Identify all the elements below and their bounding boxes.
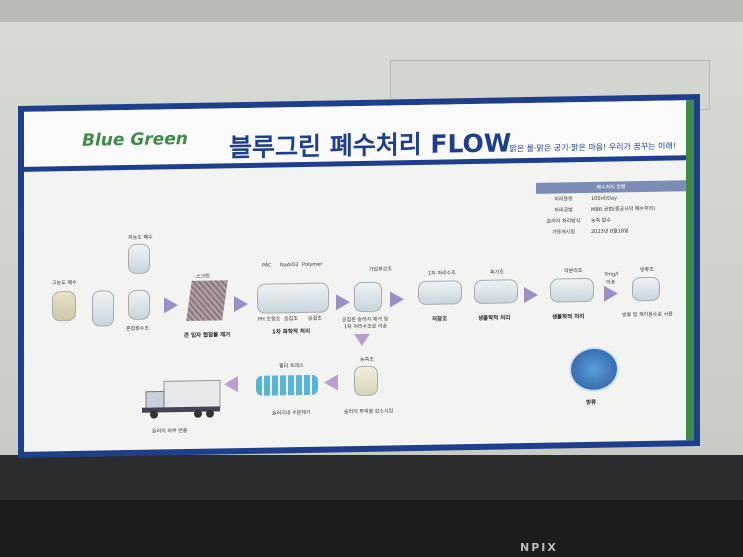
- poster: Blue Green 블루그린 폐수처리 FLOW 맑은 물·맑은 공기·맑은 …: [18, 94, 700, 458]
- label-t1: 1차 처리수조: [428, 270, 456, 277]
- ceiling: [0, 0, 743, 22]
- printer-front: [0, 500, 743, 557]
- t1-tank: [418, 280, 462, 305]
- poster-title: 블루그린 폐수처리 FLOW: [229, 128, 512, 163]
- arrow-right: [524, 286, 538, 304]
- reactor-tank: [92, 290, 114, 327]
- label-mbr: 막분리조: [564, 268, 583, 275]
- caption-out: 방류 및 재이용수로 사용: [622, 311, 673, 319]
- caption-discharge: 방류: [586, 399, 597, 407]
- caption-truck: 슬러지 외부 반출: [152, 427, 188, 435]
- arrow-down: [354, 333, 370, 347]
- outflow-tank: [632, 276, 660, 302]
- caption-press: 슬러지내 수분제거: [272, 409, 311, 417]
- truck-image: [142, 379, 221, 419]
- caption-mbr: 생물학적 처리: [552, 314, 585, 321]
- caption-thick: 슬러지 부피를 감소시킴: [344, 408, 394, 416]
- label-naalo2: NaAlO2: [280, 262, 299, 269]
- earth-globe-image: [569, 346, 619, 393]
- poster-header: Blue Green 블루그린 폐수처리 FLOW 맑은 물·맑은 공기·맑은 …: [24, 100, 686, 172]
- caption-aer: 생물학적 처리: [478, 315, 511, 322]
- label-aer: 폭기조: [490, 269, 504, 276]
- arrow-right: [336, 294, 350, 311]
- arrow-left: [324, 374, 338, 391]
- caption-t1: 저장조: [432, 316, 448, 323]
- caption-daf-2: 1차 처리수조로 이송: [344, 323, 388, 331]
- screen-image: [186, 280, 228, 322]
- daf-tank: [354, 281, 382, 313]
- arrow-right: [234, 295, 248, 313]
- label-daf: 가압부상조: [369, 266, 393, 273]
- label-coag: 응집조: [284, 316, 298, 323]
- label-thick: 농축조: [360, 356, 374, 363]
- mbr-tank: [550, 277, 594, 303]
- label-ph: PH 조정조: [258, 316, 281, 323]
- label-pac: PAC: [262, 262, 272, 269]
- low-tank: [128, 243, 150, 275]
- high-tank: [52, 290, 76, 322]
- arrow-left: [224, 376, 238, 393]
- mix-tank: [128, 289, 150, 321]
- chemical-tanks: [257, 282, 329, 314]
- label-floc: 응결조: [308, 315, 322, 322]
- arrow-right: [164, 297, 178, 314]
- arrow-right: [390, 291, 404, 308]
- caption-screen: 큰 입자 협잡물 제거: [184, 332, 231, 340]
- label-out: 방류조: [640, 266, 654, 274]
- caption-chem: 1차 화학적 처리: [272, 328, 311, 336]
- label-transfer: 7mg/l: [604, 271, 619, 278]
- label-screen: 스크린: [196, 273, 210, 280]
- label-high: 고농도 폐수: [52, 279, 77, 287]
- logo: Blue Green: [82, 128, 188, 151]
- arrow-right: [604, 285, 618, 302]
- thickener-tank: [354, 365, 378, 397]
- label-press: 필터 프레스: [279, 362, 304, 370]
- printer-brand: NPIX: [520, 541, 558, 554]
- label-low: 저농도 폐수: [128, 234, 153, 242]
- filter-press-image: [256, 374, 318, 396]
- label-polymer: Polymer: [302, 261, 323, 268]
- aeration-tank: [474, 279, 518, 304]
- slogan: 맑은 물·맑은 공기·맑은 마음! 우리가 꿈꾸는 미래!: [509, 141, 676, 154]
- label-mix: 혼합원수조: [126, 325, 150, 333]
